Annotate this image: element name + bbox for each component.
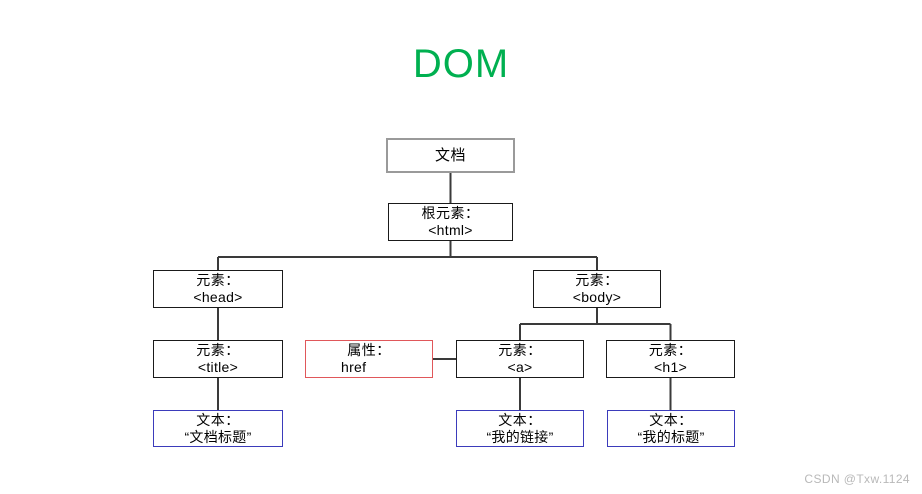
page-title: DOM: [412, 42, 510, 86]
node-title-line1: 元素：: [196, 342, 240, 358]
node-text-heading-line2: “我的标题”: [637, 428, 705, 445]
node-href-line1: 属性：: [347, 342, 391, 358]
node-a: 元素：<a>: [456, 340, 584, 378]
node-body-line1: 元素：: [575, 272, 619, 288]
node-document: 文档: [386, 138, 515, 173]
node-body: 元素：<body>: [533, 270, 661, 308]
node-html-line2: <html>: [428, 222, 473, 238]
node-h1-line1: 元素：: [648, 342, 693, 358]
node-a-line1: 元素：: [498, 342, 542, 358]
node-text-link-line1: 文本：: [498, 411, 542, 428]
node-href-line2: href: [341, 359, 367, 375]
node-a-line2: <a>: [507, 359, 533, 375]
watermark: CSDN @Txw.1124: [804, 472, 910, 486]
node-text-link: 文本：“我的链接”: [456, 410, 584, 447]
node-text-heading: 文本：“我的标题”: [607, 410, 735, 447]
node-text-link-line2: “我的链接”: [486, 428, 554, 445]
node-title: 元素：<title>: [153, 340, 283, 378]
node-text-title-line1: 文本：: [196, 411, 240, 428]
node-document-line1: 文档: [434, 147, 466, 164]
node-head-line1: 元素：: [196, 272, 240, 288]
node-html-line1: 根元素：: [421, 205, 480, 221]
node-text-title: 文本：“文档标题”: [153, 410, 283, 447]
node-h1: 元素：<h1>: [606, 340, 735, 378]
node-text-title-line2: “文档标题”: [184, 428, 252, 445]
node-href: 属性：href: [305, 340, 433, 378]
node-h1-line2: <h1>: [653, 359, 688, 375]
node-head: 元素：<head>: [153, 270, 283, 308]
node-title-line2: <title>: [197, 359, 239, 375]
node-body-line2: <body>: [572, 289, 622, 305]
node-head-line2: <head>: [193, 289, 243, 305]
node-text-heading-line1: 文本：: [649, 411, 693, 428]
node-html: 根元素：<html>: [388, 203, 513, 241]
